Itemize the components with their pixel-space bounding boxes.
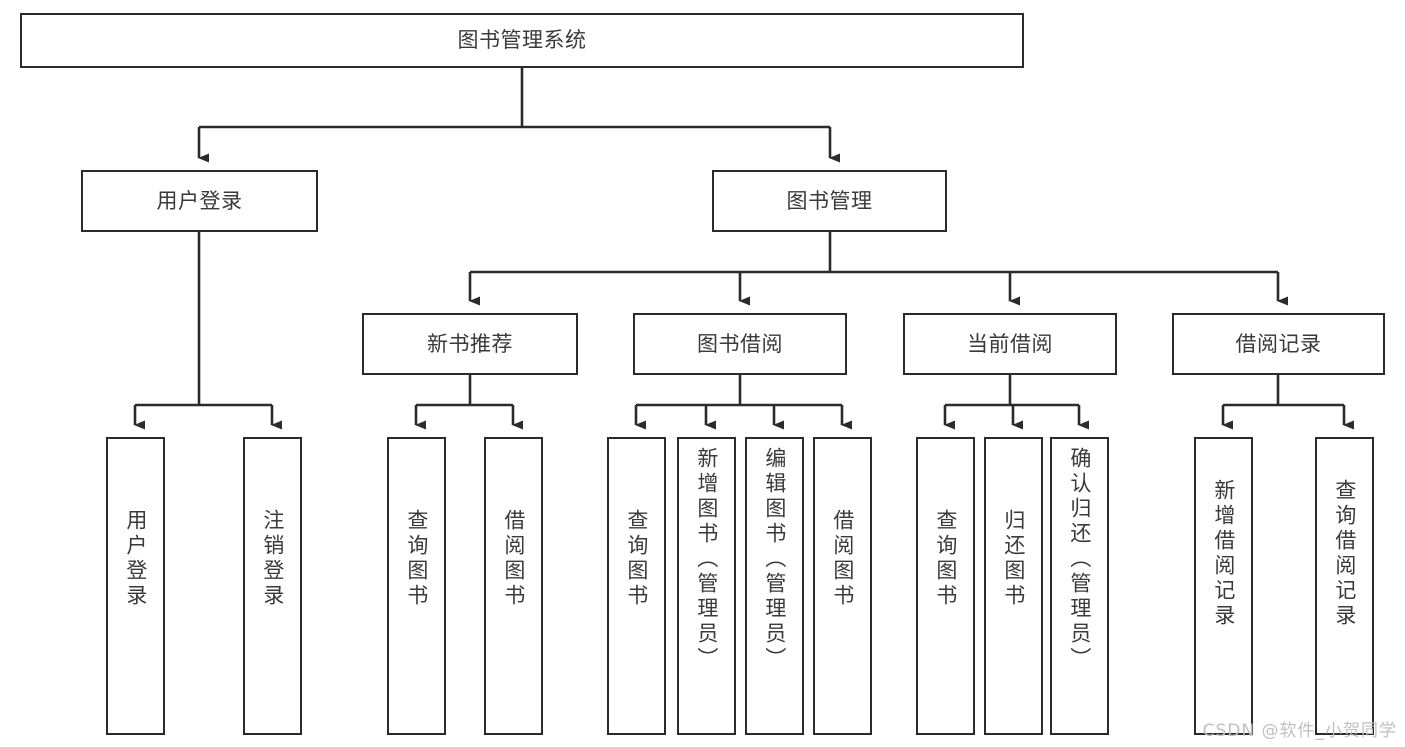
leaf-rec-add-record[interactable]: 新增借阅记录	[1194, 437, 1253, 735]
leaf-rec-query-book-label: 查询图书	[404, 509, 429, 609]
node-user-login-label: 用户登录	[156, 188, 243, 213]
node-user-login[interactable]: 用户登录	[81, 170, 318, 232]
leaf-cur-query-book[interactable]: 查询图书	[916, 437, 975, 735]
leaf-borrow-add-book[interactable]: 新增图书（管理员）	[677, 437, 736, 735]
leaf-borrow-query-book[interactable]: 查询图书	[607, 437, 666, 735]
edges-user-login	[133, 232, 282, 430]
node-borrow-record[interactable]: 借阅记录	[1172, 313, 1385, 375]
node-current-borrow[interactable]: 当前借阅	[903, 313, 1117, 375]
leaf-cur-confirm-return[interactable]: 确认归还（管理员）	[1050, 437, 1109, 735]
node-root-label: 图书管理系统	[457, 28, 587, 53]
edges-borrow-record	[1221, 375, 1354, 430]
node-book-manage[interactable]: 图书管理	[712, 170, 947, 232]
leaf-rec-borrow-book[interactable]: 借阅图书	[484, 437, 543, 735]
leaf-user-logout-label: 注销登录	[260, 509, 285, 609]
edges-root	[197, 68, 840, 163]
leaf-cur-query-book-label: 查询图书	[933, 509, 958, 609]
leaf-cur-return-book[interactable]: 归还图书	[984, 437, 1043, 735]
node-new-book-rec[interactable]: 新书推荐	[362, 313, 578, 375]
edges-book-borrow	[634, 375, 852, 430]
leaf-rec-query-book[interactable]: 查询图书	[387, 437, 446, 735]
edges-current-borrow	[943, 375, 1089, 430]
leaf-borrow-lend-book[interactable]: 借阅图书	[813, 437, 872, 735]
leaf-user-login-label: 用户登录	[123, 509, 148, 609]
leaf-user-login[interactable]: 用户登录	[106, 437, 165, 735]
leaf-rec-query-record-label: 查询借阅记录	[1332, 479, 1357, 629]
node-root[interactable]: 图书管理系统	[20, 13, 1024, 68]
leaf-borrow-lend-book-label: 借阅图书	[830, 509, 855, 609]
leaf-borrow-query-book-label: 查询图书	[624, 509, 649, 609]
node-book-manage-label: 图书管理	[786, 188, 873, 213]
leaf-borrow-edit-book-label: 编辑图书（管理员）	[762, 447, 787, 672]
leaf-user-logout[interactable]: 注销登录	[243, 437, 302, 735]
node-new-book-rec-label: 新书推荐	[427, 331, 513, 356]
node-current-borrow-label: 当前借阅	[967, 331, 1053, 356]
leaf-borrow-add-book-label: 新增图书（管理员）	[694, 447, 719, 672]
node-book-borrow[interactable]: 图书借阅	[633, 313, 847, 375]
node-book-borrow-label: 图书借阅	[697, 331, 783, 356]
leaf-cur-return-book-label: 归还图书	[1001, 509, 1026, 609]
edges-book-manage	[468, 232, 1288, 306]
leaf-rec-borrow-book-label: 借阅图书	[501, 509, 526, 609]
leaf-rec-query-record[interactable]: 查询借阅记录	[1315, 437, 1374, 735]
node-borrow-record-label: 借阅记录	[1235, 331, 1322, 356]
edges-new-book-rec	[414, 375, 523, 430]
leaf-borrow-edit-book[interactable]: 编辑图书（管理员）	[745, 437, 804, 735]
csdn-watermark: CSDN @软件_小贺同学	[1202, 721, 1397, 741]
leaf-rec-add-record-label: 新增借阅记录	[1211, 479, 1236, 629]
leaf-cur-confirm-return-label: 确认归还（管理员）	[1067, 447, 1092, 672]
